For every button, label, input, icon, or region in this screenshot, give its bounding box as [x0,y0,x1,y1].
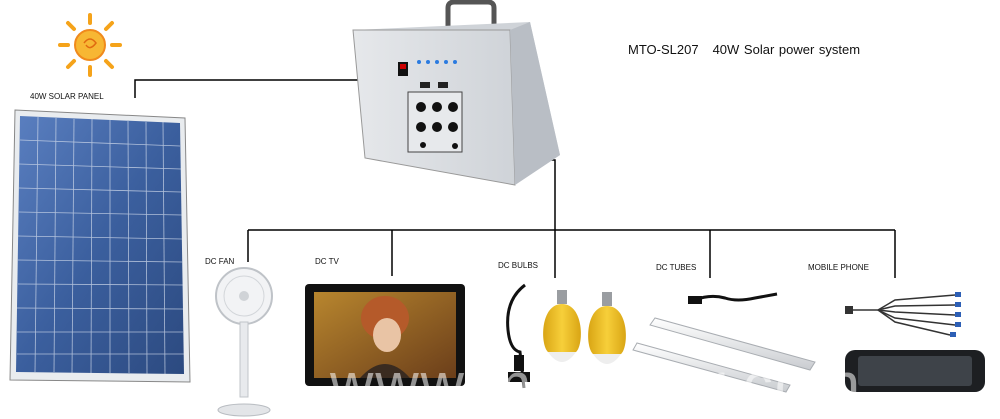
indicator-leds [417,60,457,64]
solar-panel [9,109,191,383]
dc-fan-label: DC FAN [205,257,235,266]
panel-to-box-line [134,79,360,98]
bulbs-icon [506,283,626,389]
watermark: www.mtosolar.com [330,351,863,418]
sun-icon [58,13,122,77]
solar-panel-label: 40W SOLAR PANEL [30,92,104,101]
fan-icon [215,267,273,417]
dc-tubes-label: DC TUBES [656,263,697,272]
dc-bulbs-label: DC BULBS [498,261,539,270]
system-description: 40W Solar power system [712,42,861,57]
mobile-phone-icon [845,292,985,392]
diagram-title: MTO-SL207 40W Solar power system [628,42,860,57]
model-number: MTO-SL207 [628,42,699,57]
controller-box [352,0,560,186]
output-sockets [416,102,458,149]
dc-tv-label: DC TV [315,257,339,266]
tv-icon [305,284,465,386]
mobile-phone-label: MOBILE PHONE [808,263,869,272]
tubes-icon [632,292,816,393]
